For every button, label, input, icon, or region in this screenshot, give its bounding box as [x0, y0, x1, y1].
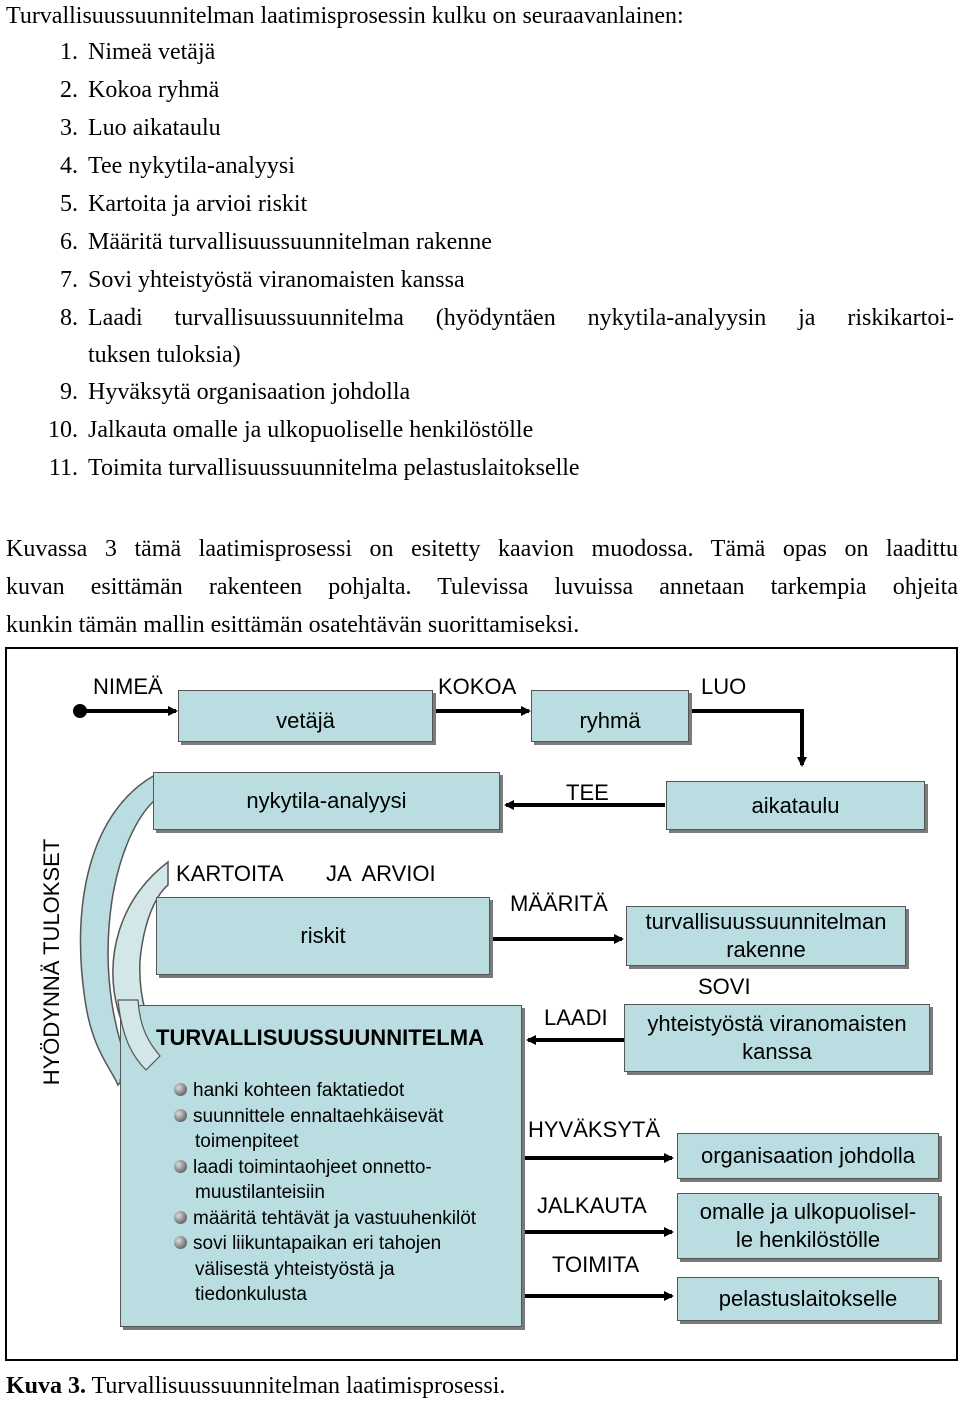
box-pelastuslaitokselle: pelastuslaitokselle — [677, 1277, 939, 1321]
list-item: 2.Kokoa ryhmä — [60, 77, 220, 103]
bullet-icon — [174, 1210, 187, 1224]
list-item: hanki kohteen faktatiedot — [172, 1078, 476, 1104]
verb-luo: LUO — [701, 674, 747, 699]
verb-tee: TEE — [566, 780, 609, 805]
box-rakenne: turvallisuussuunnitelman rakenne — [626, 906, 906, 966]
list-item: määritä tehtävät ja vastuuhenkilöt — [172, 1206, 476, 1232]
bullet-icon — [174, 1236, 187, 1249]
verb-nimea: NIMEÄ — [93, 674, 163, 699]
box-yhteistyo: yhteistyöstä viranomaisten kanssa — [624, 1004, 930, 1072]
suunnitelma-title: TURVALLISUUSSUUNNITELMA — [156, 1025, 484, 1050]
verb-maarita: MÄÄRITÄ — [510, 891, 608, 916]
verb-kartoita: KARTOITA — [176, 861, 284, 886]
list-item: 8.Laadi turvallisuussuunnitelma (hyödynt… — [60, 305, 954, 368]
list-item: laadi toimintaohjeet onnetto-muustilante… — [172, 1155, 476, 1206]
list-item: 1.Nimeä vetäjä — [60, 39, 216, 65]
verb-toimita: TOIMITA — [552, 1252, 640, 1277]
box-aikataulu: aikataulu — [666, 781, 925, 830]
list-item: 7.Sovi yhteistyöstä viranomaisten kanssa — [60, 267, 465, 293]
bullet-icon — [174, 1108, 187, 1122]
box-henkilosto: omalle ja ulkopuolisel-le henkilöstölle — [677, 1193, 939, 1259]
list-item: 6.Määritä turvallisuussuunnitelman raken… — [60, 229, 492, 255]
list-item: 10.Jalkauta omalle ja ulkopuoliselle hen… — [48, 417, 534, 443]
process-steps-list: 1.Nimeä vetäjä 2.Kokoa ryhmä 3.Luo aikat… — [0, 33, 960, 487]
verb-kokoa: KOKOA — [438, 674, 517, 699]
paragraph-line: Kuvassa 3 tämä laatimisprosessi on esite… — [6, 536, 958, 562]
body-paragraph: Kuvassa 3 tämä laatimisprosessi on esite… — [6, 530, 958, 644]
verb-laadi: LAADI — [544, 1005, 608, 1030]
paragraph-line: kuvan esittämän rakenteen pohjalta. Tule… — [6, 574, 958, 600]
intro-text: Turvallisuussuunnitelman laatimisprosess… — [6, 3, 684, 29]
bullet-icon — [174, 1083, 187, 1096]
list-item: 3.Luo aikataulu — [60, 115, 221, 141]
list-item: 4.Tee nykytila-analyysi — [60, 153, 295, 179]
box-vetaja: vetäjä — [178, 690, 433, 742]
box-riskit: riskit — [156, 897, 490, 975]
verb-sovi: SOVI — [698, 974, 751, 999]
box-nykytila-analyysi: nykytila-analyysi — [153, 772, 500, 830]
verb-jalkauta: JALKAUTA — [537, 1193, 647, 1218]
box-turvallisuussuunnitelma — [120, 1005, 522, 1327]
bullet-icon — [174, 1159, 187, 1173]
list-item: 9.Hyväksytä organisaation johdolla — [60, 379, 411, 405]
verb-ja-arvioi: JA ARVIOI — [326, 861, 436, 886]
list-item: 11.Toimita turvallisuussuunnitelma pelas… — [48, 455, 580, 481]
paragraph-line: kunkin tämän mallin esittämän osatehtävä… — [6, 612, 580, 638]
list-item: 5.Kartoita ja arvioi riskit — [60, 191, 308, 217]
verb-hyvaksyta: HYVÄKSYTÄ — [528, 1117, 661, 1142]
suunnitelma-bullets: hanki kohteen faktatiedot suunnittele en… — [172, 1078, 476, 1308]
process-diagram-frame — [5, 647, 958, 1361]
box-johdolla: organisaation johdolla — [677, 1133, 939, 1179]
box-ryhma: ryhmä — [531, 690, 689, 742]
figure-caption: Kuva 3. Turvallisuussuunnitelman laatimi… — [6, 1373, 506, 1399]
side-label-hyodynna: HYÖDYNNÄ TULOKSET — [39, 838, 64, 1086]
